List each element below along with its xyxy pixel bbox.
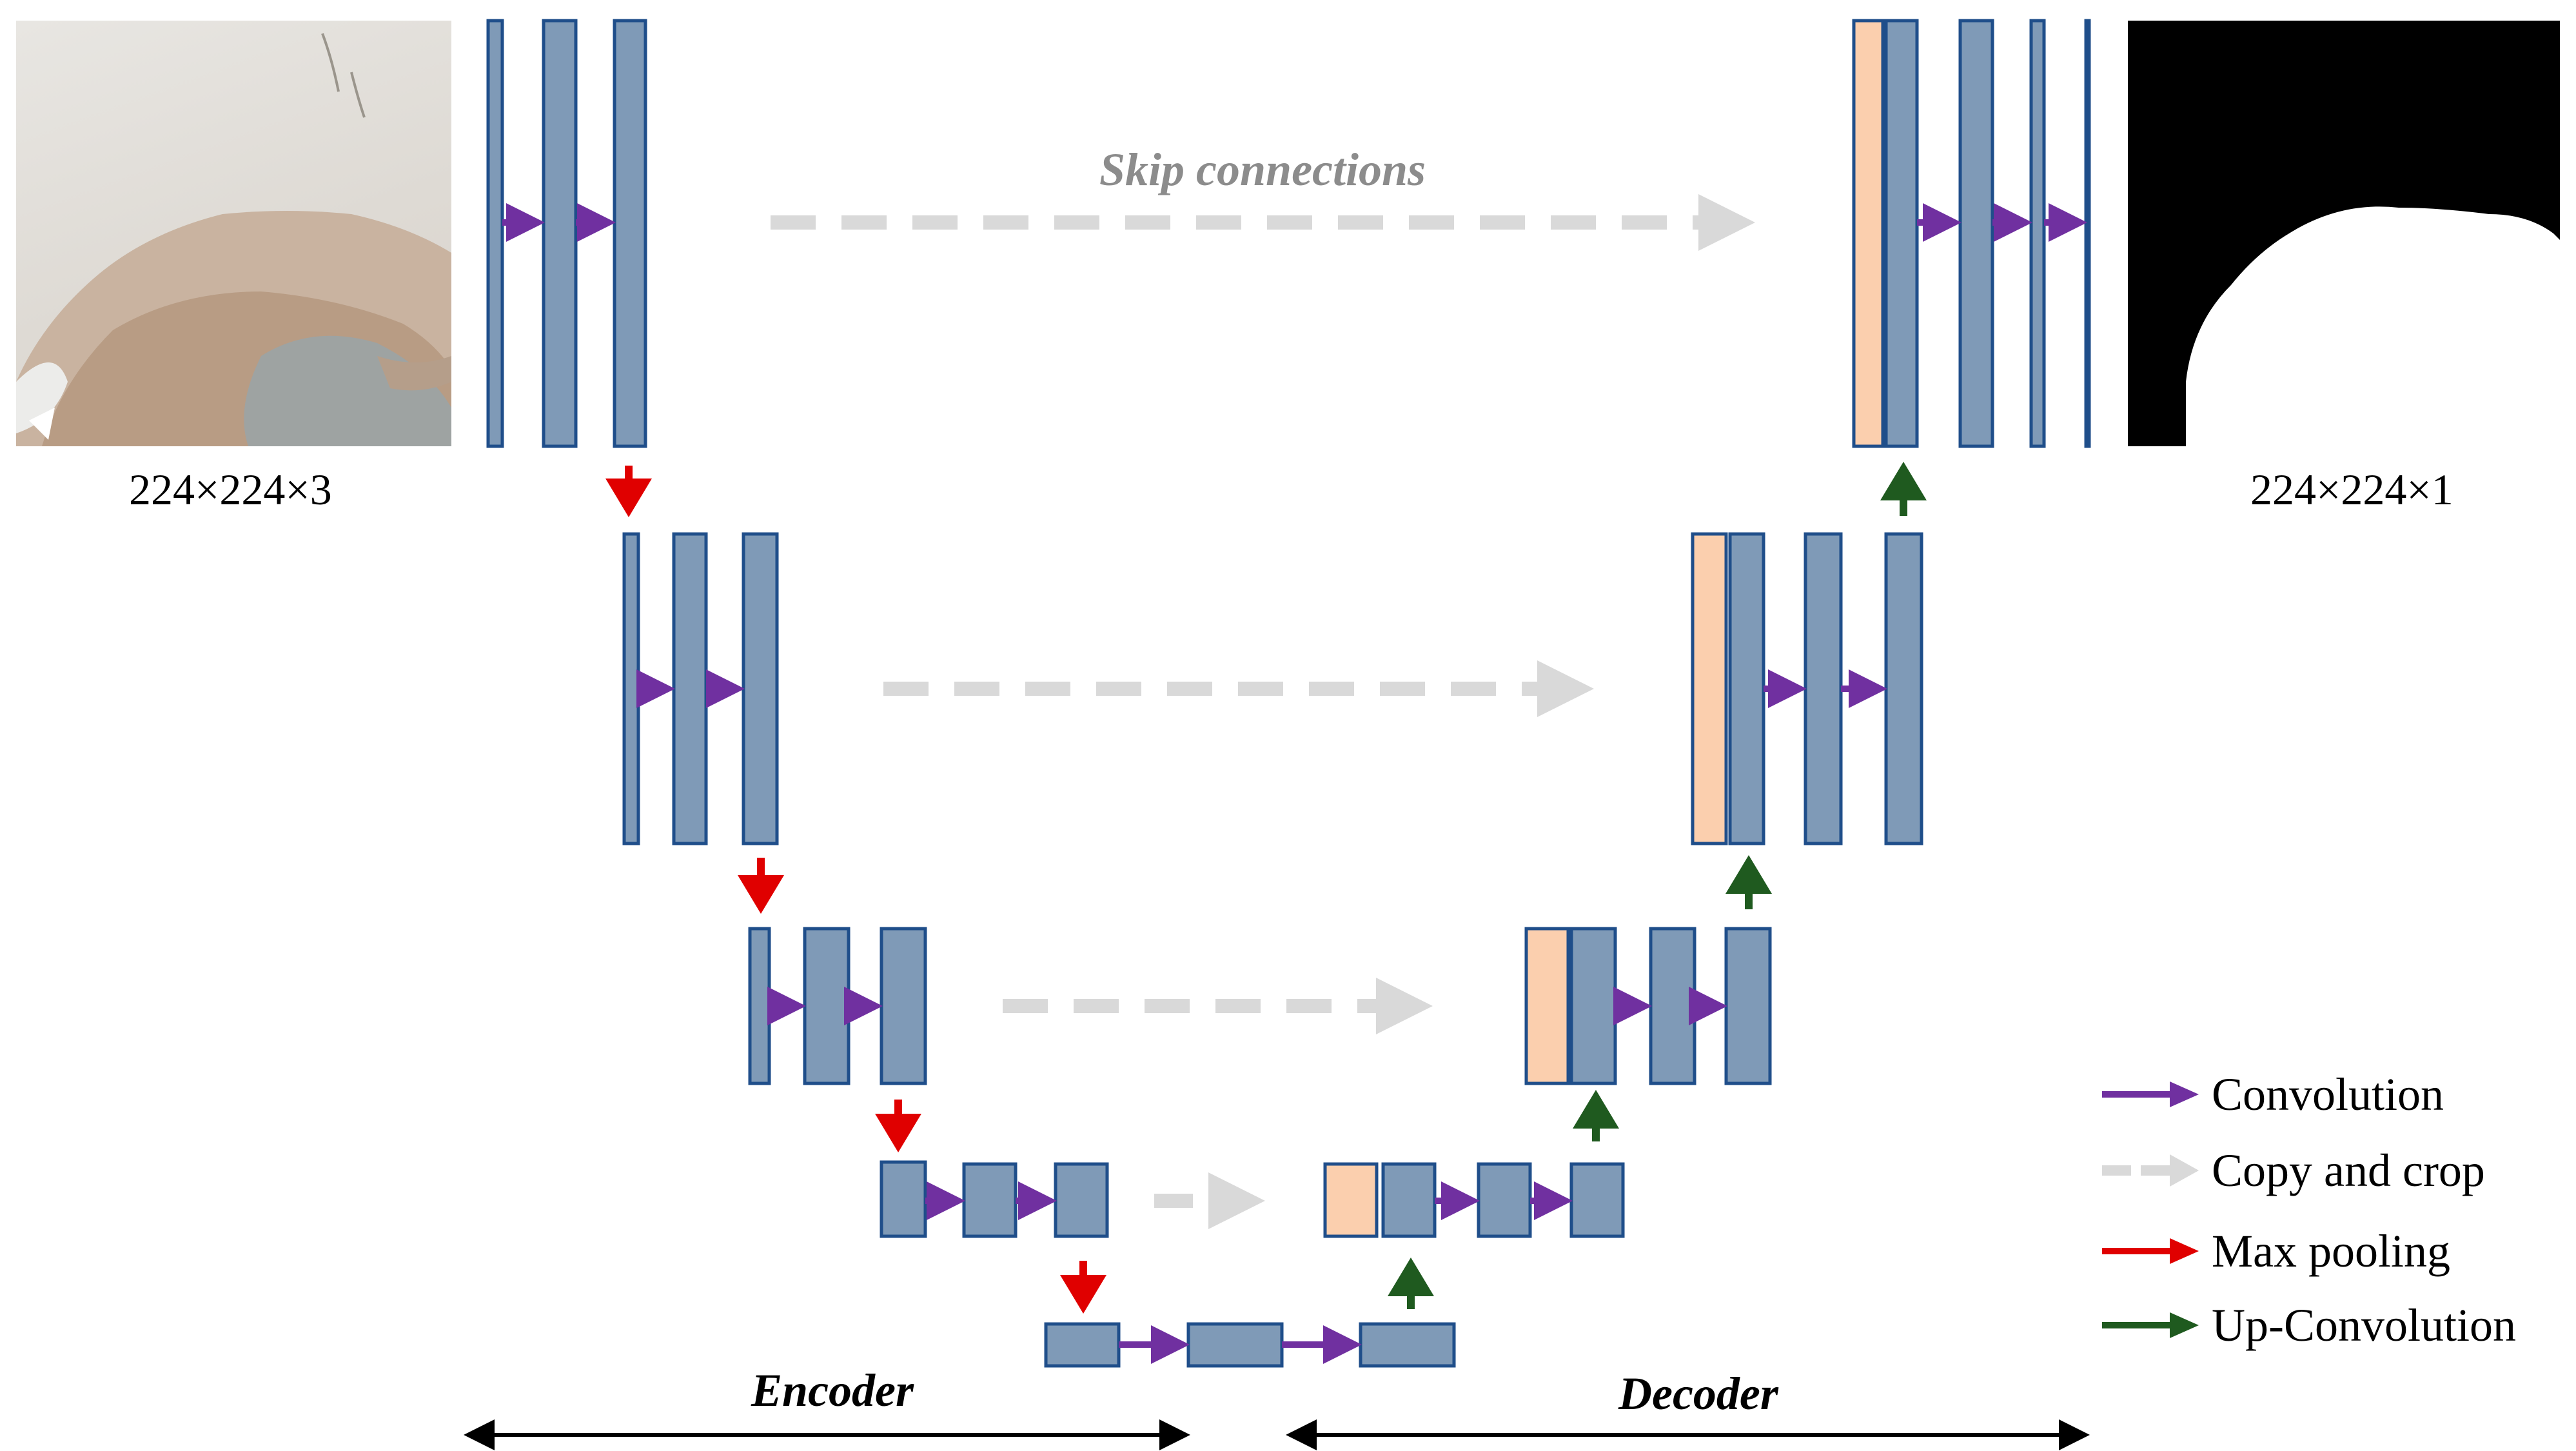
- feature-maps: [486, 19, 2091, 1368]
- legend-item-max-pooling: Max pooling: [2099, 1222, 2563, 1280]
- decoder-l4-map-2: [1477, 1162, 1532, 1238]
- encoder-l4-map-1: [880, 1160, 927, 1238]
- decoder-l4-map-1: [1381, 1162, 1437, 1238]
- encoder-l1-map-1: [486, 19, 504, 448]
- legend-label-copy-crop: Copy and crop: [2212, 1145, 2485, 1196]
- skip-connections-label: Skip connections: [1099, 144, 1426, 195]
- decoder-l1-copied-map: [1852, 19, 1885, 448]
- decoder-l1-output-map: [2084, 19, 2091, 448]
- decoder-l1-map-1: [1884, 19, 1919, 448]
- decoder-l4-copied-map: [1323, 1162, 1379, 1238]
- gray-dashed-arrow-icon: [2102, 1154, 2199, 1187]
- red-arrow-icon: [2102, 1238, 2199, 1264]
- output-mask-content: [2186, 206, 2560, 446]
- decoder-l1-map-3: [2029, 19, 2046, 448]
- legend-label-up-convolution: Up-Convolution: [2212, 1299, 2517, 1351]
- legend-item-up-convolution: Up-Convolution: [2099, 1296, 2563, 1354]
- purple-arrow-icon: [2102, 1081, 2199, 1107]
- bottleneck-map-1: [1044, 1322, 1121, 1368]
- output-dims-label: 224×224×1: [2250, 465, 2453, 514]
- encoder-l4-map-2: [962, 1162, 1018, 1238]
- output-mask: [2128, 21, 2560, 446]
- green-arrow-icon: [2102, 1312, 2199, 1338]
- decoder-l2-copied-map: [1691, 532, 1728, 845]
- encoder-l3-map-2: [803, 927, 850, 1085]
- encoder-l2-map-2: [672, 532, 708, 845]
- decoder-l2-map-1: [1728, 532, 1765, 845]
- decoder-l3-map-1: [1569, 927, 1617, 1085]
- decoder-l4-map-3: [1569, 1162, 1625, 1238]
- encoder-l3-map-1: [748, 927, 771, 1085]
- input-dims-label: 224×224×3: [129, 465, 332, 514]
- encoder-l1-map-2: [542, 19, 578, 448]
- decoder-l2-map-3: [1884, 532, 1923, 845]
- bottleneck-map-3: [1359, 1322, 1456, 1368]
- decoder-l1-map-2: [1958, 19, 1994, 448]
- encoder-l3-map-3: [880, 927, 927, 1085]
- encoder-l1-map-3: [613, 19, 647, 448]
- decoder-l2-map-2: [1804, 532, 1843, 845]
- decoder-label: Decoder: [1618, 1368, 1778, 1419]
- input-image: [16, 21, 451, 446]
- legend-item-convolution: Convolution: [2099, 1065, 2563, 1123]
- legend-item-copy-crop: Copy and crop: [2099, 1141, 2563, 1199]
- encoder-l4-map-3: [1054, 1162, 1109, 1238]
- legend-label-max-pooling: Max pooling: [2212, 1225, 2450, 1277]
- decoder-l3-map-3: [1724, 927, 1772, 1085]
- bottleneck-map-2: [1186, 1322, 1284, 1368]
- decoder-l3-map-2: [1649, 927, 1696, 1085]
- decoder-l3-copied-map: [1524, 927, 1570, 1085]
- encoder-l2-map-3: [742, 532, 779, 845]
- arrows: [464, 194, 2090, 1450]
- encoder-l2-map-1: [622, 532, 640, 845]
- legend-label-convolution: Convolution: [2212, 1069, 2444, 1120]
- encoder-label: Encoder: [751, 1365, 914, 1416]
- input-image-content: [16, 33, 451, 446]
